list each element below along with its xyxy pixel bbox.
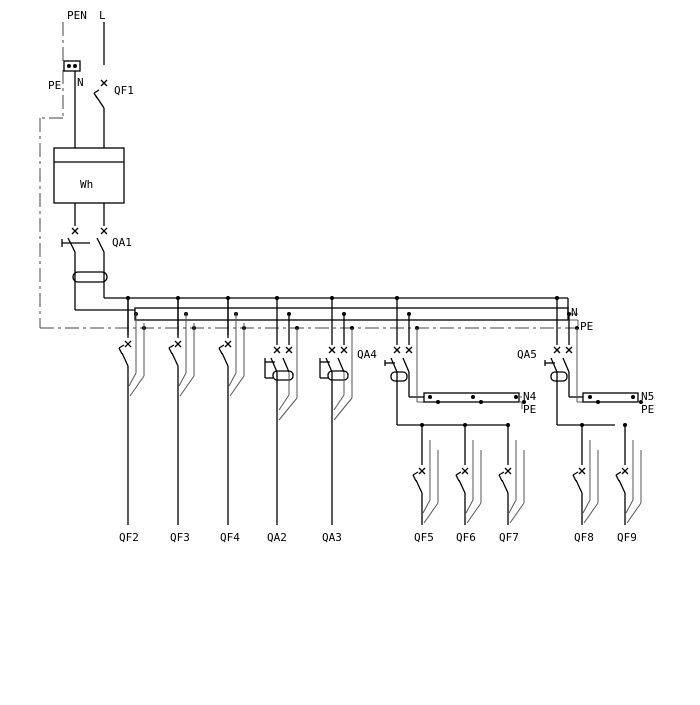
output-label-qf7: QF7 (499, 531, 519, 544)
n5-label: N5 (641, 390, 654, 403)
output-label-qf2: QF2 (119, 531, 139, 544)
pen-conductor (39, 22, 575, 329)
output-labels: QF2 QF3 QF4 QA2 QA3 QF5 QF6 QF7 QF8 QF9 (119, 531, 637, 544)
outgoing-circuits (118, 296, 643, 525)
output-label-qf5: QF5 (414, 531, 434, 544)
sub-busbar-n5 (582, 392, 639, 403)
qa1-breaker-symbol (61, 203, 108, 310)
pe4-label: PE (523, 403, 536, 416)
energy-meter (53, 147, 125, 204)
pen-label: PEN (67, 9, 87, 22)
pe5-label: PE (641, 403, 654, 416)
qa1-label: QA1 (112, 236, 132, 249)
pe-label: PE (48, 79, 61, 92)
qa4-label: QA4 (357, 348, 377, 361)
l-label: L (99, 9, 106, 22)
output-label-qf8: QF8 (574, 531, 594, 544)
main-n-label: N (571, 306, 578, 319)
n4-label: N4 (523, 390, 537, 403)
qa5-label: QA5 (517, 348, 537, 361)
qf1-label: QF1 (114, 84, 134, 97)
output-label-qa2: QA2 (267, 531, 287, 544)
qf1-breaker-symbol (93, 79, 108, 148)
output-label-qf3: QF3 (170, 531, 190, 544)
main-busbar (75, 297, 579, 326)
output-label-qf6: QF6 (456, 531, 476, 544)
n-label: N (77, 76, 84, 89)
main-pe-label: PE (580, 320, 593, 333)
output-label-qa3: QA3 (322, 531, 342, 544)
pen-terminal (63, 60, 81, 72)
output-label-qf4: QF4 (220, 531, 240, 544)
output-label-qf9: QF9 (617, 531, 637, 544)
sub-busbar-n4 (423, 392, 523, 409)
meter-label: Wh (80, 178, 93, 191)
